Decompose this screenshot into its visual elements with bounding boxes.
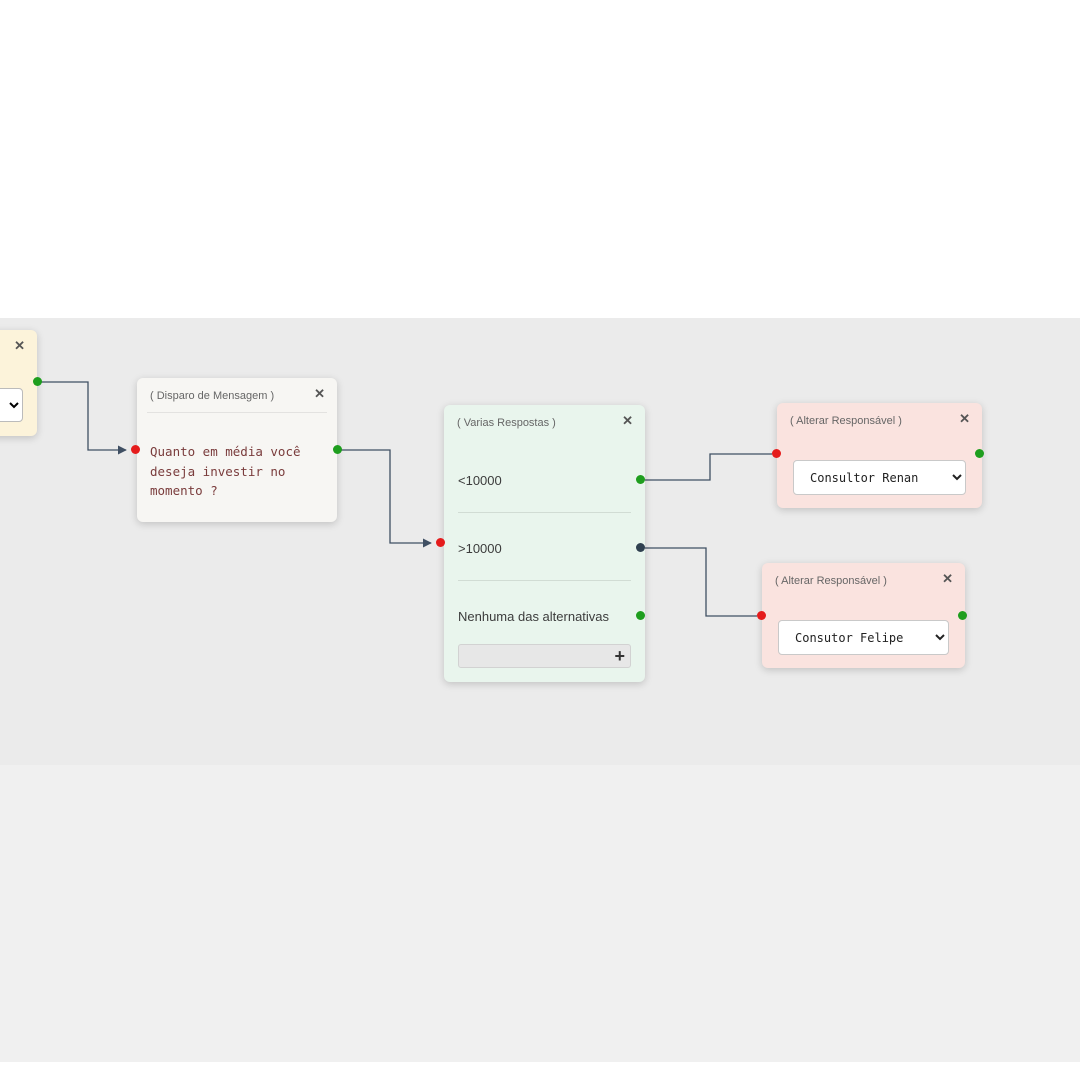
close-icon[interactable]: ✕ <box>959 411 970 426</box>
node-title: ( Varias Respostas ) <box>457 417 556 429</box>
node-header: ( Alterar Responsável ) ✕ <box>777 403 982 439</box>
connector-out-option-3[interactable] <box>636 611 645 620</box>
close-icon[interactable]: ✕ <box>622 413 633 428</box>
message-text[interactable]: Quanto em média você deseja investir no … <box>150 442 301 501</box>
responsible-select[interactable]: Consultor Renan <box>793 460 966 495</box>
connector-in-alterar-top[interactable] <box>772 449 781 458</box>
close-icon[interactable]: ✕ <box>314 386 325 401</box>
divider <box>458 512 631 513</box>
message-line: momento ? <box>150 483 218 498</box>
connector-out-cream[interactable] <box>33 377 42 386</box>
option-label: <10000 <box>458 473 502 488</box>
message-line: deseja investir no <box>150 463 286 479</box>
divider <box>147 412 327 413</box>
node-title: ( Disparo de Mensagem ) <box>150 390 275 402</box>
connector-out-alterar-top[interactable] <box>975 449 984 458</box>
connector-out-option-1[interactable] <box>636 475 645 484</box>
connector-in-alterar-bottom[interactable] <box>757 611 766 620</box>
node-header: ( Alterar Responsável ) ✕ <box>762 563 965 599</box>
new-option-input[interactable] <box>458 644 631 668</box>
option-row[interactable]: >10000 <box>444 513 645 581</box>
partial-node-select[interactable] <box>0 388 23 422</box>
connector-out-disparo[interactable] <box>333 445 342 454</box>
divider <box>458 580 631 581</box>
option-row[interactable]: <10000 <box>444 445 645 513</box>
add-option-row: + <box>458 644 631 668</box>
node-partial-left[interactable]: ✕ <box>0 330 37 436</box>
node-header: ( Disparo de Mensagem ) ✕ <box>137 378 337 414</box>
node-title: ( Alterar Responsável ) <box>775 575 887 587</box>
add-option-button[interactable]: + <box>614 646 625 666</box>
connector-in-varias[interactable] <box>436 538 445 547</box>
option-row[interactable]: Nenhuma das alternativas <box>444 581 645 649</box>
canvas-background-lower <box>0 765 1080 1062</box>
connector-out-option-2[interactable] <box>636 543 645 552</box>
node-title: ( Alterar Responsável ) <box>790 415 902 427</box>
connector-out-alterar-bottom[interactable] <box>958 611 967 620</box>
node-alterar-responsavel-bottom[interactable]: ( Alterar Responsável ) ✕ Consutor Felip… <box>762 563 965 668</box>
responsible-select[interactable]: Consutor Felipe <box>778 620 949 655</box>
node-alterar-responsavel-top[interactable]: ( Alterar Responsável ) ✕ Consultor Rena… <box>777 403 982 508</box>
option-label: >10000 <box>458 541 502 556</box>
node-disparo-de-mensagem[interactable]: ( Disparo de Mensagem ) ✕ Quanto em médi… <box>137 378 337 522</box>
option-label: Nenhuma das alternativas <box>458 609 610 624</box>
connector-in-disparo[interactable] <box>131 445 140 454</box>
close-icon[interactable]: ✕ <box>942 571 953 586</box>
node-header: ( Varias Respostas ) ✕ <box>444 405 645 441</box>
close-icon[interactable]: ✕ <box>14 338 25 353</box>
node-varias-respostas[interactable]: ( Varias Respostas ) ✕ <10000 >10000 Nen… <box>444 405 645 682</box>
message-line: Quanto em média você <box>150 444 301 459</box>
